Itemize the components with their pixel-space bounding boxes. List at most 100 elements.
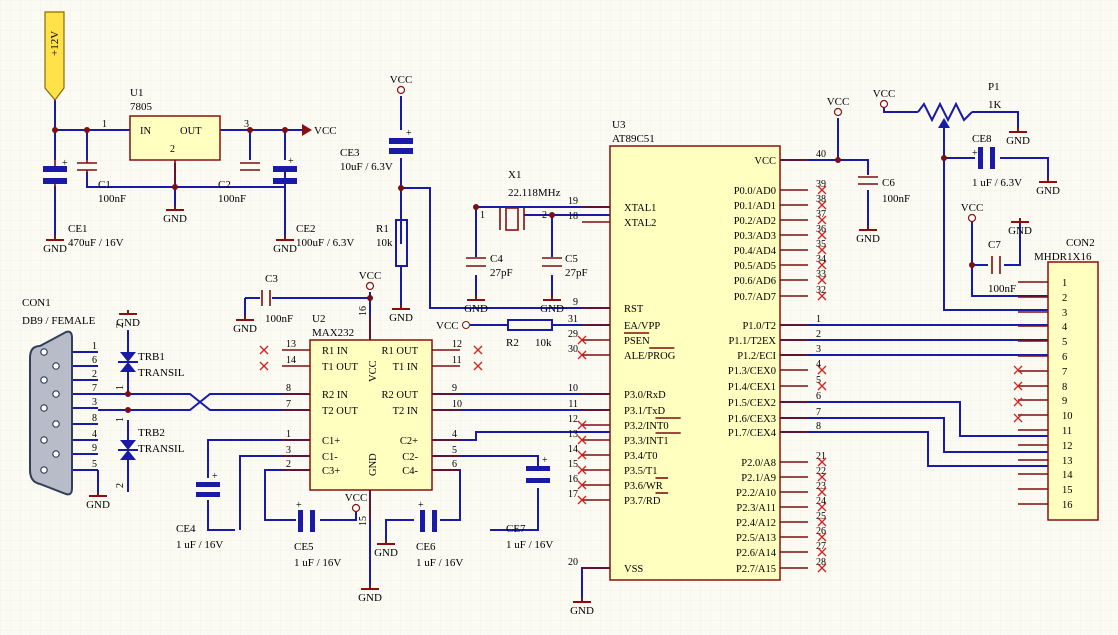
ground-icon: [119, 310, 137, 315]
ground-icon: [543, 296, 561, 301]
gnd-label: GND: [163, 213, 187, 225]
con2-pin-number: 7: [1062, 367, 1067, 378]
u3-pin-label: RST: [624, 304, 644, 315]
junction-dot: [125, 407, 131, 413]
ground-icon: [89, 492, 107, 497]
no-connect-mark: [817, 291, 827, 301]
c6-ref: C6: [882, 177, 895, 189]
u3-pin-number: 36: [816, 224, 826, 235]
u2-vcc-label: VCC: [368, 360, 379, 382]
junction-dot: [941, 155, 947, 161]
u1-ref: U1: [130, 87, 143, 99]
u3-pin-number: 29: [568, 329, 578, 340]
vcc-terminal-icon: [351, 503, 361, 513]
junction-dot: [52, 127, 58, 133]
gnd-label: GND: [540, 303, 564, 315]
no-connect-mark: [577, 350, 587, 360]
trb2-pin1: 1: [115, 417, 126, 422]
u3-pin-number: 10: [568, 383, 578, 394]
vcc-label: VCC: [390, 74, 413, 86]
junction-dot: [969, 262, 975, 268]
gnd-label: GND: [233, 323, 257, 335]
ce7-ref: CE7: [506, 523, 526, 535]
no-connect-mark: [817, 563, 827, 573]
vcc-terminal-icon: [365, 281, 375, 291]
u3-pin-number: 26: [816, 526, 826, 537]
u2-pin-label: T2 OUT: [322, 406, 358, 417]
r2-ref: R2: [506, 337, 519, 349]
u3-pin-label: P3.7/RD: [624, 496, 661, 507]
con1-pin-contact: [40, 404, 48, 412]
no-connect-mark: [817, 381, 827, 391]
no-connect-mark: [1013, 413, 1023, 423]
con1-value: DB9 / FEMALE: [22, 315, 96, 327]
u3-pin-number: 21: [816, 451, 826, 462]
trb1-pin1: 1: [115, 385, 126, 390]
r1-value: 10k: [376, 237, 393, 249]
con1-pin-number: 3: [92, 397, 97, 408]
con1-db9-shell: [29, 330, 73, 496]
u3-pin-label: XTAL1: [624, 203, 656, 214]
u2-pin-number: 9: [452, 383, 457, 394]
u1-value: 7805: [130, 101, 153, 113]
junction-dot: [125, 391, 131, 397]
ce8-capacitor: +: [972, 147, 995, 169]
con2-pin-number: 6: [1062, 352, 1067, 363]
u3-pin-number: 16: [568, 474, 578, 485]
u2-pin-number: 7: [286, 399, 291, 410]
no-connect-mark: [817, 365, 827, 375]
u3-pin-label: P2.0/A8: [741, 458, 776, 469]
ce1-capacitor: +: [43, 158, 68, 188]
c2-capacitor: [240, 162, 260, 171]
vcc-label: VCC: [961, 202, 984, 214]
c7-ref: C7: [988, 239, 1001, 251]
u2-pin-label: C1+: [322, 436, 340, 447]
trb1-ref: TRB1: [138, 351, 165, 363]
u2-pin-label: T1 OUT: [322, 362, 358, 373]
u3-ref: U3: [612, 119, 626, 131]
ce4-capacitor: +: [196, 471, 220, 497]
no-connect-mark: [1013, 397, 1023, 407]
con1-pin-contact: [52, 450, 60, 458]
c2-value: 100nF: [218, 193, 246, 205]
u3-pin-number: 17: [568, 489, 578, 500]
u2-pin-label: T1 IN: [393, 362, 419, 373]
u3-pin-label: P3.5/T1: [624, 466, 658, 477]
gnd-label: GND: [43, 243, 67, 255]
u2-pin-label: T2 IN: [393, 406, 419, 417]
vcc-terminal-icon: [833, 107, 843, 117]
u2-pin-label: R1 IN: [322, 346, 348, 357]
c5-ref: C5: [565, 253, 578, 265]
c5-value: 27pF: [565, 267, 588, 279]
ce6-ref: CE6: [416, 541, 436, 553]
u3-pin-number: 31: [568, 314, 578, 325]
u2-pin-label: R2 OUT: [382, 390, 419, 401]
c3-capacitor: [261, 290, 271, 306]
ce7-value: 1 uF / 16V: [506, 539, 553, 551]
trb2-ref: TRB2: [138, 427, 165, 439]
gnd-label: GND: [389, 312, 413, 324]
u2-pin-number: 13: [286, 339, 296, 350]
svg-text:+: +: [972, 148, 978, 159]
gnd-label: GND: [856, 233, 880, 245]
con1-pin-contact: [52, 390, 60, 398]
ce1-ref: CE1: [68, 223, 88, 235]
con2-pin-number: 2: [1062, 293, 1067, 304]
u3-pin-number: 12: [568, 414, 578, 425]
vcc-arrow-icon: [302, 124, 312, 136]
con1-pin-contact: [40, 376, 48, 384]
u3-pin-label: PSEN: [624, 336, 650, 347]
u3-pin-number: 4: [816, 359, 821, 370]
c7-value: 100nF: [988, 283, 1016, 295]
con1-pin-number: 5: [92, 459, 97, 470]
ce7-capacitor: +: [526, 455, 550, 483]
ce3-value: 10uF / 6.3V: [340, 161, 393, 173]
svg-text:+: +: [296, 500, 302, 511]
gnd-label: GND: [464, 303, 488, 315]
u3-pin-number: 33: [816, 269, 826, 280]
u2-pin-number: 8: [286, 383, 291, 394]
u3-pin-number: 35: [816, 239, 826, 250]
u3-pin-number: 40: [816, 149, 826, 160]
u2-value: MAX232: [312, 327, 354, 339]
